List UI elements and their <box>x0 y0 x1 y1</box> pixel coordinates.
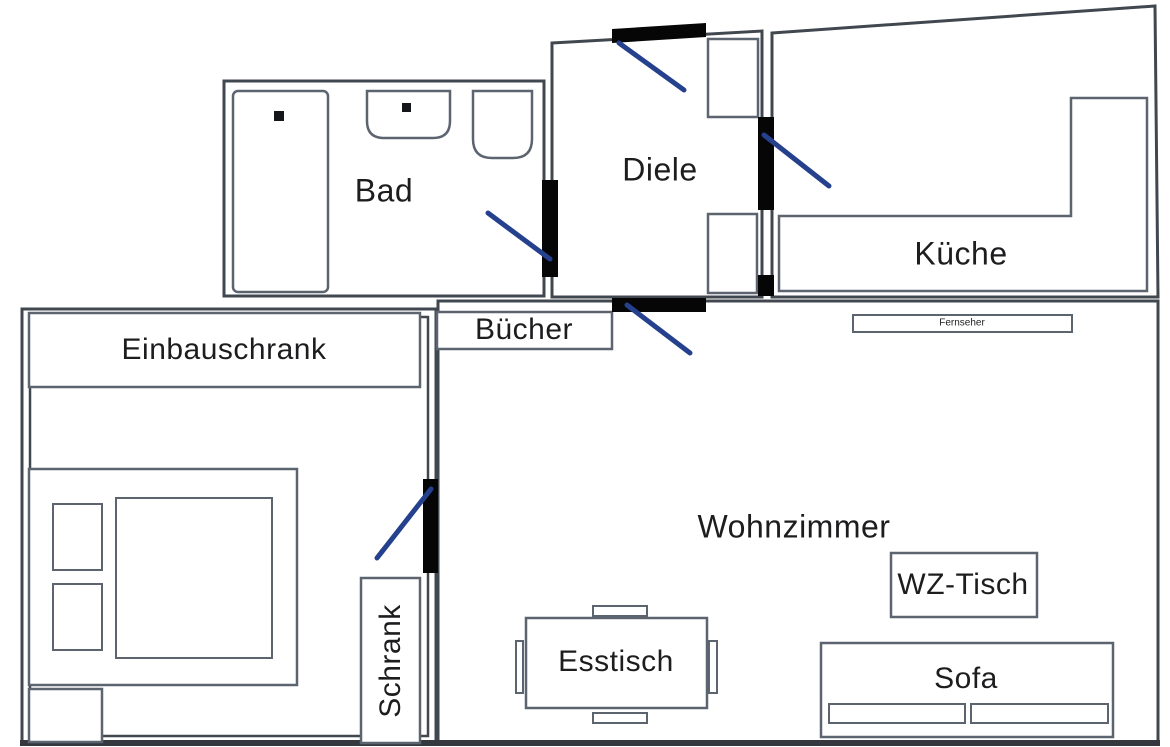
schlafzimmer-door <box>423 479 438 573</box>
schrank-label: Schrank <box>374 604 407 718</box>
bed-pillow-top <box>52 503 103 571</box>
diele-cabinet-bottom <box>706 212 759 295</box>
kueche-door <box>758 117 774 210</box>
wz-tisch-label: WZ-Tisch <box>897 568 1029 601</box>
bed-mattress <box>115 497 273 659</box>
fernseher-box <box>852 314 1073 333</box>
toilet-icon <box>471 89 534 160</box>
doors <box>423 23 774 573</box>
kitchen-counter <box>777 96 1149 293</box>
schlafzimmer-door-swing <box>374 486 434 561</box>
wz-tisch-box <box>889 551 1039 619</box>
sofa-cushion-left <box>828 703 966 724</box>
diele-fixtures <box>706 37 760 295</box>
sink-drain-icon <box>402 103 411 112</box>
kueche-room-label: Küche <box>914 235 1008 272</box>
sofa-label: Sofa <box>934 662 998 695</box>
bed-pillow-bottom <box>52 583 103 651</box>
schlafzimmer-furniture <box>27 311 422 745</box>
einbauschrank-label: Einbauschrank <box>121 333 327 366</box>
kueche-door-swing <box>761 132 832 189</box>
esstisch-table <box>524 616 709 710</box>
bad-fixtures <box>231 89 534 294</box>
esstisch-chair-top <box>592 605 648 617</box>
esstisch-chair-right <box>708 640 718 694</box>
wohnzimmer-room-label: Wohnzimmer <box>697 508 891 545</box>
door-swings <box>374 40 832 561</box>
entrance-door <box>612 23 706 43</box>
diele-room-label: Diele <box>622 151 698 188</box>
bathtub-drain-icon <box>274 111 284 121</box>
buecher-label: Bücher <box>474 313 574 346</box>
bathtub-icon <box>231 89 330 294</box>
buecher-box <box>435 310 614 351</box>
einbauschrank-box <box>27 311 422 389</box>
bad-door <box>542 180 558 277</box>
esstisch-chair-bottom <box>592 712 648 724</box>
diele-cabinet-top <box>706 37 760 119</box>
entrance-door-swing <box>616 40 687 93</box>
bad-door-swing <box>485 210 553 262</box>
bad-room-label: Bad <box>354 172 414 209</box>
wohnzimmer-door-swing <box>624 302 693 356</box>
fernseher-label: Fernseher <box>939 317 985 329</box>
esstisch-label: Esstisch <box>558 645 674 678</box>
kueche-wall-stub <box>758 275 774 296</box>
schrank-box <box>359 576 422 745</box>
bedside-box <box>27 687 104 744</box>
sofa-cushion-right <box>970 703 1109 724</box>
sink-icon <box>365 89 452 140</box>
esstisch-chair-left <box>515 640 524 694</box>
kueche-fixtures <box>777 96 1149 293</box>
wohnzimmer-furniture <box>435 310 1115 739</box>
